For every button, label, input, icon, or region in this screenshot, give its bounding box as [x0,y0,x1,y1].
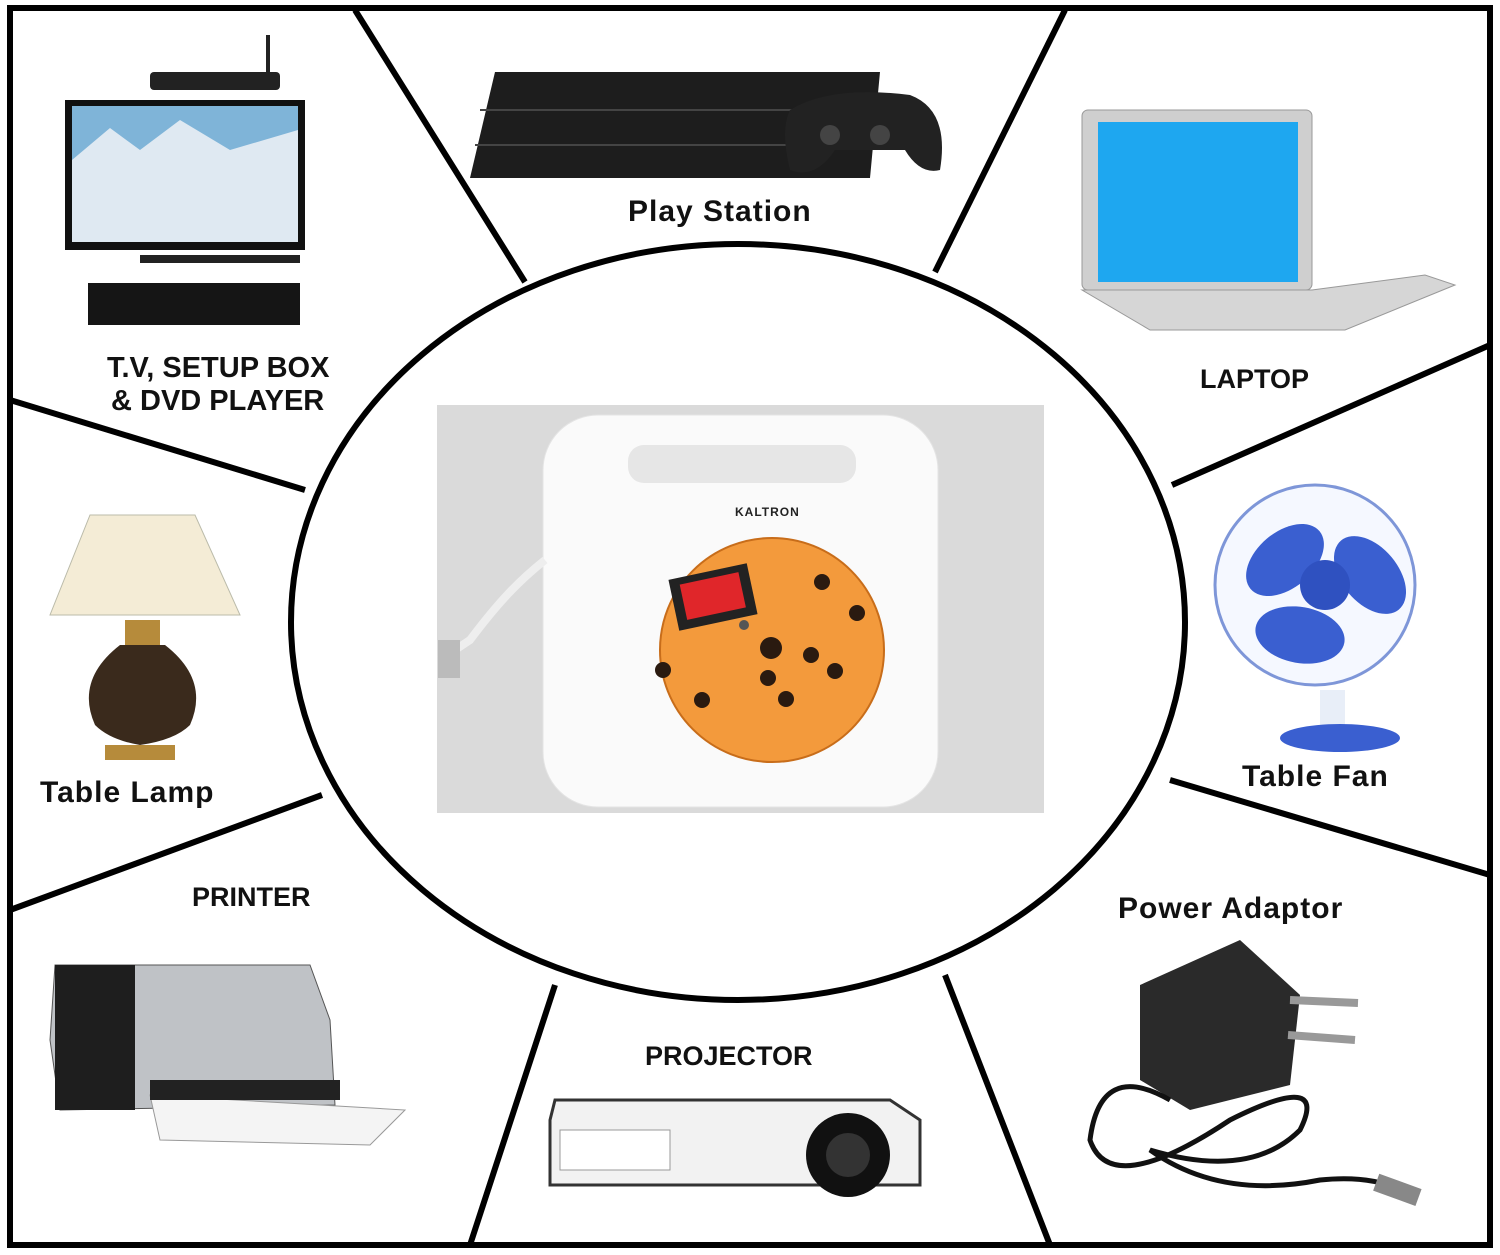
projector-label: PROJECTOR [645,1041,813,1071]
table-fan-image [1213,483,1417,752]
power-adaptor-image [1087,940,1422,1207]
tv-label-line1: T.V, SETUP BOX [107,352,330,384]
printer-label: PRINTER [192,882,311,912]
laptop-image [1080,109,1457,331]
extension-box-image [437,405,1044,813]
table-lamp-image [49,514,241,760]
playstation-label: Play Station [628,195,812,228]
divider-lines [8,8,1492,1247]
printer-image [49,964,407,1146]
playstation-image [470,72,942,178]
power-adaptor-label: Power Adaptor [1118,892,1344,925]
tv-label-line2: & DVD PLAYER [111,385,325,418]
table-fan-label: Table Fan [1242,760,1389,793]
laptop-label: LAPTOP [1200,364,1310,394]
outer-border [7,5,1493,1248]
brand-label: KALTRON [735,505,800,519]
table-lamp-label: Table Lamp [40,776,215,809]
projector-image [548,1098,922,1197]
tv-setup-box-dvd-image [65,35,305,325]
tv-label: T.V, SETUP BOX & DVD PLAYER [107,352,329,419]
